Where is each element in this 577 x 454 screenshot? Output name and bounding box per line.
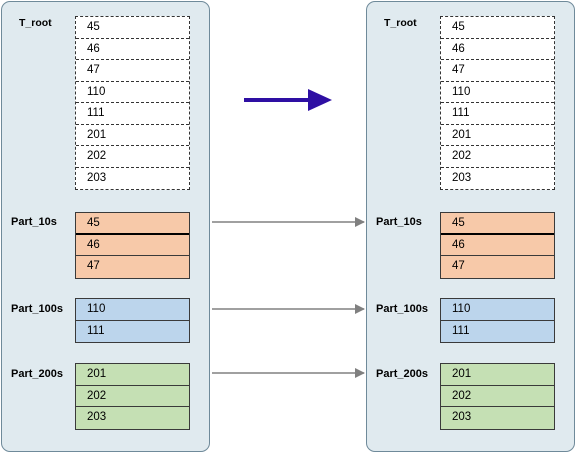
part-200s-row: 203: [87, 411, 107, 423]
part-100s-table: 110 111: [75, 298, 190, 343]
part-10s-table: 45 46 47: [440, 212, 555, 279]
part-200s-row: 201: [441, 364, 554, 386]
part-200s-table: 201 202 203: [440, 363, 555, 430]
part-100s-row: 110: [441, 299, 554, 321]
part-200s-label: Part_200s: [376, 368, 428, 380]
root-row: 203: [87, 171, 107, 184]
left-panel: T_root 45 46 47 110 111 201 202 203 Part…: [1, 1, 210, 452]
root-row: 202: [441, 146, 554, 168]
root-table: 45 46 47 110 111 201 202 203: [75, 16, 190, 190]
root-row: 202: [76, 146, 189, 168]
part-200s-label: Part_200s: [11, 368, 63, 380]
root-row: 201: [76, 125, 189, 146]
part-100s-table: 110 111: [440, 298, 555, 343]
part-200s-row: 202: [76, 386, 189, 407]
root-row: 201: [441, 125, 554, 146]
part-10s-row: 45: [441, 213, 554, 235]
part-10s-label: Part_10s: [376, 216, 422, 228]
root-row: 46: [441, 39, 554, 60]
root-row: 47: [441, 60, 554, 82]
part-10s-row: 47: [87, 260, 100, 272]
root-row: 45: [76, 17, 189, 39]
root-row: 111: [441, 103, 554, 125]
root-row: 45: [441, 17, 554, 39]
root-row: 47: [76, 60, 189, 82]
part-200s-row: 202: [441, 386, 554, 407]
right-panel: T_root 45 46 47 110 111 201 202 203 Part…: [366, 1, 575, 452]
part-10s-row: 46: [76, 235, 189, 256]
part-100s-row: 110: [76, 299, 189, 321]
part-100s-label: Part_100s: [11, 303, 63, 315]
part-200s-row: 201: [76, 364, 189, 386]
part-10s-row: 46: [441, 235, 554, 256]
part-10s-row: 47: [452, 260, 465, 272]
root-row: 110: [441, 82, 554, 103]
part-100s-label: Part_100s: [376, 303, 428, 315]
part-10s-row: 45: [76, 213, 189, 235]
root-table: 45 46 47 110 111 201 202 203: [440, 16, 555, 190]
root-table-label: T_root: [19, 17, 52, 29]
part-10s-label: Part_10s: [11, 216, 57, 228]
part-200s-row: 203: [452, 411, 472, 423]
big-arrow-icon: [244, 89, 332, 111]
root-row: 46: [76, 39, 189, 60]
root-row: 111: [76, 103, 189, 125]
part-100s-row: 111: [452, 324, 470, 337]
root-table-label: T_root: [384, 17, 417, 29]
root-row: 203: [452, 171, 472, 184]
part-100s-row: 111: [87, 324, 105, 337]
root-row: 110: [76, 82, 189, 103]
part-10s-table: 45 46 47: [75, 212, 190, 279]
part-200s-table: 201 202 203: [75, 363, 190, 430]
